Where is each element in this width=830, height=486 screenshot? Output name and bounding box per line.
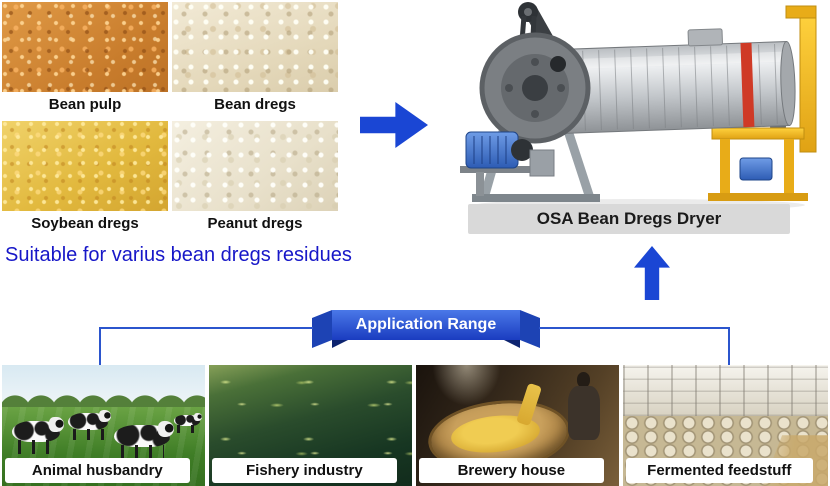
bean-dregs-label: Bean dregs — [172, 92, 338, 117]
worker-figure — [558, 372, 611, 459]
cow — [68, 409, 112, 441]
tagline-text: Suitable for varius bean dregs residues — [5, 244, 352, 266]
machine-name-label: OSA Bean Dregs Dryer — [468, 204, 790, 234]
connector-line-right-vertical — [728, 327, 730, 367]
connector-line-right-horizontal — [539, 327, 730, 329]
application-range-ribbon: Application Range — [312, 308, 540, 348]
connector-line-left-vertical — [99, 327, 101, 367]
peanut-dregs-label: Peanut dregs — [172, 211, 338, 236]
app-photo-fishery-industry: Fishery industry — [209, 365, 412, 486]
sample-photo-bean-pulp: Bean pulp — [2, 2, 168, 117]
cow — [114, 420, 175, 461]
app-photo-animal-husbandry: Animal husbandry — [2, 365, 205, 486]
treeline — [2, 393, 205, 411]
cow — [174, 412, 203, 433]
app-photo-fermented-feedstuff: Fermented feedstuff — [623, 365, 828, 486]
application-range-label: Application Range — [355, 316, 497, 333]
fermented-feedstuff-label: Fermented feedstuff — [626, 458, 813, 483]
cow — [12, 416, 64, 455]
arrow-up-icon — [634, 246, 670, 300]
connector-line-left-horizontal — [99, 327, 313, 329]
dryer-machine-drawing — [460, 2, 817, 211]
window-light — [432, 365, 502, 407]
app-photo-brewery-house: Brewery house — [416, 365, 619, 486]
ribbon-shape — [312, 310, 540, 348]
soybean-dregs-label: Soybean dregs — [2, 211, 168, 236]
arrow-right-icon — [360, 102, 428, 148]
animal-husbandry-label: Animal husbandry — [5, 458, 190, 483]
machine-illustration — [440, 0, 830, 215]
animal-husbandry-photo — [2, 365, 205, 486]
brewery-house-label: Brewery house — [419, 458, 604, 483]
sample-photo-bean-dregs: Bean dregs — [172, 2, 338, 117]
bean-pulp-label: Bean pulp — [2, 92, 168, 117]
fishery-industry-label: Fishery industry — [212, 458, 397, 483]
sample-photo-soybean-dregs: Soybean dregs — [2, 121, 168, 236]
warehouse-roof — [623, 365, 828, 416]
sample-photo-peanut-dregs: Peanut dregs — [172, 121, 338, 236]
